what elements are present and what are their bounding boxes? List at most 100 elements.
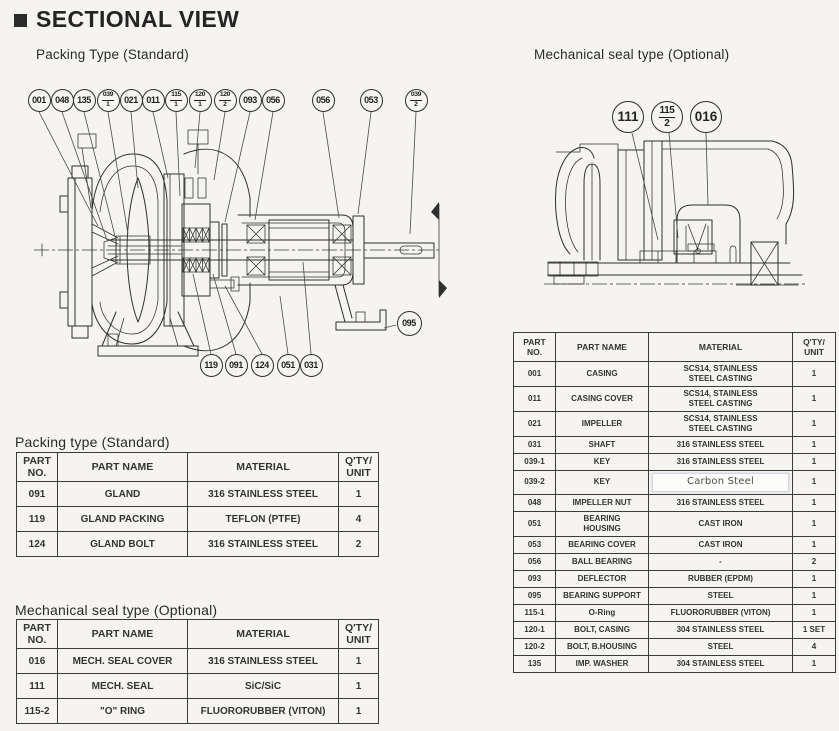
table-cell-qty: 1 SET bbox=[792, 620, 836, 639]
table-cell-name: BOLT, B.HOUSING bbox=[555, 637, 649, 656]
table-cell-no: 021 bbox=[513, 411, 556, 437]
table-cell-name: GLAND PACKING bbox=[57, 506, 188, 533]
table-cell-qty: 4 bbox=[792, 637, 836, 656]
table-cell-no: 016 bbox=[16, 648, 58, 675]
table-header-cell: Q'TY/ UNIT bbox=[338, 451, 379, 483]
balloon-callout: 093 bbox=[238, 88, 262, 112]
table-cell-name: BOLT, CASING bbox=[555, 620, 649, 639]
table-header-cell: PART NO. bbox=[513, 332, 556, 362]
table-cell-material: SCS14, STAINLESS STEEL CASTING bbox=[648, 361, 793, 387]
table-cell-no: 120-2 bbox=[513, 637, 556, 656]
table-cell-material: SCS14, STAINLESS STEEL CASTING bbox=[648, 386, 793, 412]
table-cell-no: 031 bbox=[513, 436, 556, 454]
patched-material-label: Carbon Steel bbox=[652, 473, 789, 492]
table-cell-no: 039-1 bbox=[513, 453, 556, 471]
table-cell-material: FLUORORUBBER (VITON) bbox=[648, 603, 793, 622]
page-title-text: SECTIONAL VIEW bbox=[36, 6, 240, 32]
table-cell-no: 051 bbox=[513, 510, 556, 537]
table-cell-material: 316 STAINLESS STEEL bbox=[187, 481, 339, 508]
table-cell-material: STEEL bbox=[648, 586, 793, 605]
table-cell-qty: 1 bbox=[792, 361, 836, 387]
table-cell-qty: 1 bbox=[792, 586, 836, 605]
packing-table-label: Packing type (Standard) bbox=[15, 434, 170, 450]
table-cell-no: 111 bbox=[16, 673, 58, 700]
table-cell-no: 011 bbox=[513, 386, 556, 412]
table-cell-qty: 1 bbox=[792, 470, 836, 495]
table-cell-name: IMP. WASHER bbox=[555, 654, 649, 673]
table-cell-name: IMPELLER bbox=[555, 411, 649, 437]
table-cell-qty: 2 bbox=[338, 531, 379, 558]
table-cell-material: FLUORORUBBER (VITON) bbox=[187, 698, 339, 725]
balloon-callout: 053 bbox=[359, 88, 383, 112]
table-cell-no: 135 bbox=[513, 654, 556, 673]
table-cell-no: 120-1 bbox=[513, 620, 556, 639]
table-cell-material: 304 STAINLESS STEEL bbox=[648, 654, 793, 673]
table-cell-name: BEARING SUPPORT bbox=[555, 586, 649, 605]
balloon-callout: 095 bbox=[396, 310, 422, 336]
balloon-callout: 056 bbox=[311, 88, 335, 112]
table-cell-qty: 1 bbox=[338, 673, 379, 700]
leader-lines bbox=[38, 111, 417, 355]
table-cell-material: RUBBER (EPDM) bbox=[648, 569, 793, 588]
balloon-callout: 135 bbox=[72, 88, 96, 112]
table-cell-material: STEEL bbox=[648, 637, 793, 656]
table-header-cell: PART NAME bbox=[57, 618, 188, 650]
table-cell-no: 001 bbox=[513, 361, 556, 387]
square-bullet-icon bbox=[14, 13, 27, 27]
table-cell-no: 039-2 bbox=[513, 470, 556, 495]
table-cell-no: 115-1 bbox=[513, 603, 556, 622]
table-cell-name: KEY bbox=[555, 453, 649, 471]
balloon-callout: 031 bbox=[299, 353, 323, 377]
table-header-cell: PART NAME bbox=[57, 451, 188, 483]
table-cell-material: 316 STAINLESS STEEL bbox=[648, 436, 793, 454]
table-cell-name: O-Ring bbox=[555, 603, 649, 622]
table-cell-name: BEARING COVER bbox=[555, 535, 649, 554]
table-cell-qty: 1 bbox=[792, 569, 836, 588]
table-cell-qty: 1 bbox=[338, 481, 379, 508]
table-cell-name: "O" RING bbox=[57, 698, 188, 725]
table-cell-qty: 4 bbox=[338, 506, 379, 533]
table-cell-material: SiC/SiC bbox=[187, 673, 339, 700]
table-cell-material: TEFLON (PTFE) bbox=[187, 506, 339, 533]
table-cell-no: 091 bbox=[16, 481, 58, 508]
table-cell-qty: 1 bbox=[792, 654, 836, 673]
table-cell-no: 119 bbox=[16, 506, 58, 533]
table-cell-name: BEARING HOUSING bbox=[555, 510, 649, 537]
table-cell-material: SCS14, STAINLESS STEEL CASTING bbox=[648, 411, 793, 437]
table-cell-qty: 1 bbox=[338, 698, 379, 725]
table-cell-material: 316 STAINLESS STEEL bbox=[648, 493, 793, 512]
table-header-cell: PART NO. bbox=[16, 451, 58, 483]
table-cell-material: 316 STAINLESS STEEL bbox=[648, 453, 793, 471]
table-cell-name: GLAND BOLT bbox=[57, 531, 188, 558]
table-cell-no: 124 bbox=[16, 531, 58, 558]
balloon-callout: 001 bbox=[27, 88, 51, 112]
table-cell-name: CASING bbox=[555, 361, 649, 387]
